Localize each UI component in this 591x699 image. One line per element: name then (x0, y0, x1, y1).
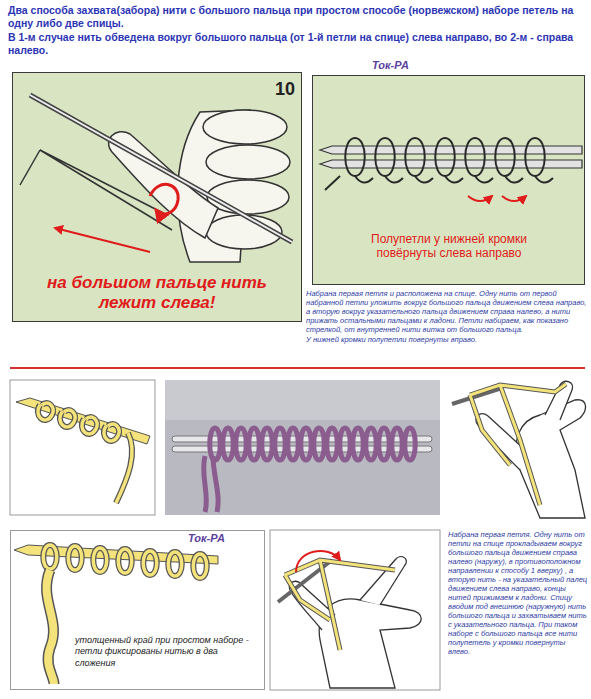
frame-caption: утолщенный край при простом наборе - пет… (75, 635, 257, 669)
hand-illustration-3 (270, 530, 440, 690)
panel-caption: Полупетли у нижней кромки повёрнуты слев… (353, 232, 545, 261)
separator-line (10, 367, 585, 369)
illustration-panel: 10 на большом пальце нить лежит слева! (12, 72, 302, 322)
instruction-note: У нижней кромки полупетли повернуты впра… (306, 335, 588, 344)
thick-edge-illustration (14, 545, 218, 684)
hand-illustration-1 (12, 72, 302, 322)
heading-text: В 1-м случае нить обведена вокруг большо… (8, 31, 586, 57)
instruction-note: Набрана первая петля. Одну нить от петли… (448, 530, 588, 656)
warning-text: на большом пальце нить лежит слева! (23, 273, 291, 314)
hand-illustration-2 (452, 381, 585, 518)
illustration-panel: Полупетли у нижней кромки повёрнуты слев… (312, 75, 585, 285)
instruction-note: Набрана первая петля и расположена на сп… (306, 289, 588, 334)
needle-coils-illustration (10, 380, 155, 515)
illustration-frame: утолщенный край при простом наборе - пет… (10, 530, 265, 690)
author-mark: Ток-РА (188, 532, 225, 544)
heading: Два способа захвата(забора) нити с больш… (8, 4, 586, 30)
author-mark: Ток-РА (372, 59, 409, 71)
needle-loops-illustration (312, 75, 585, 285)
figure-number: 10 (265, 79, 295, 100)
photo-cast-on (165, 380, 440, 515)
